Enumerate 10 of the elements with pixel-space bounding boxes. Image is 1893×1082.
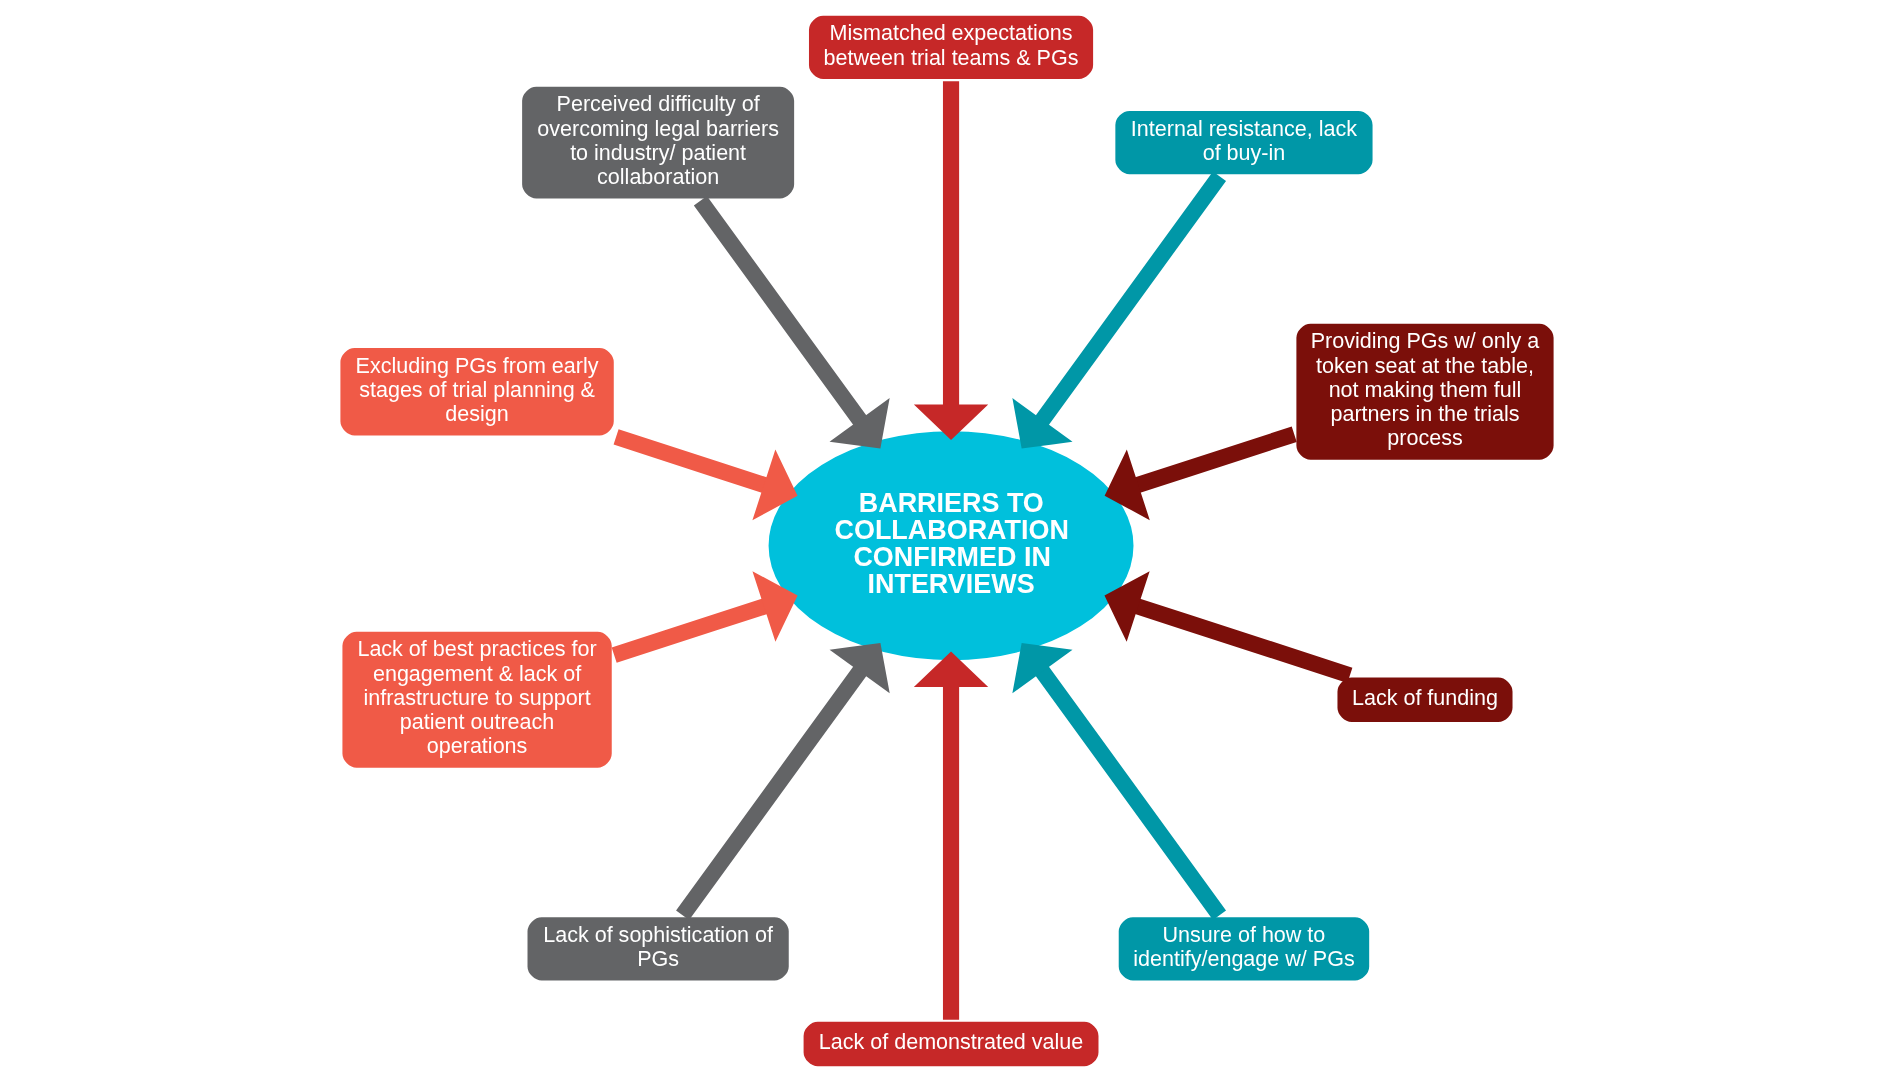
arrow xyxy=(675,642,890,920)
arrow xyxy=(693,196,890,449)
arrow xyxy=(613,429,798,521)
arrow xyxy=(611,571,798,663)
arrow xyxy=(1104,571,1352,683)
arrow xyxy=(1104,426,1297,521)
arrow xyxy=(913,651,988,1020)
arrow xyxy=(913,81,988,440)
arrow xyxy=(1011,642,1226,920)
arrow xyxy=(1011,171,1226,449)
